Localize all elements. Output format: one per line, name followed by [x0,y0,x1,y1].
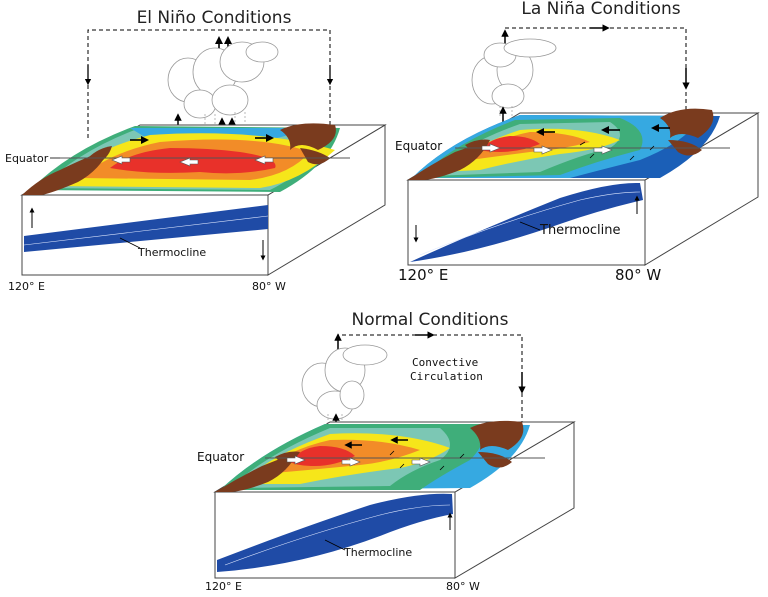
la-nina-panel: La Niña Conditions Thermocline [395,0,760,284]
normal-west-label: 120° E [205,580,242,593]
normal-panel: Normal Conditions Convective Circulation… [197,310,576,593]
normal-thermocline-band [217,493,453,572]
la-nina-east-label: 80° W [615,266,661,284]
el-nino-title: El Niño Conditions [137,8,292,28]
la-nina-thermocline-band [410,182,643,262]
convective-label-line2: Circulation [410,370,483,383]
la-nina-title: La Niña Conditions [521,0,680,19]
el-nino-thermocline-band [24,205,268,252]
el-nino-equator-label: Equator [5,152,49,165]
normal-thermocline-label: Thermocline [343,546,412,559]
normal-equator-label: Equator [197,450,244,464]
convective-label-line1: Convective [412,356,478,369]
normal-cloud [301,344,388,420]
la-nina-cloud [471,38,557,109]
la-nina-thermocline-label: Thermocline [539,223,621,238]
el-nino-thermocline-label: Thermocline [137,246,206,259]
el-nino-panel: El Niño Conditions Thermocline [5,8,387,293]
normal-title: Normal Conditions [352,310,509,330]
el-nino-cloud [167,41,279,119]
la-nina-west-label: 120° E [398,266,448,284]
el-nino-east-label: 80° W [252,280,286,293]
la-nina-equator-label: Equator [395,139,442,153]
normal-east-label: 80° W [446,580,480,593]
el-nino-west-label: 120° E [8,280,45,293]
